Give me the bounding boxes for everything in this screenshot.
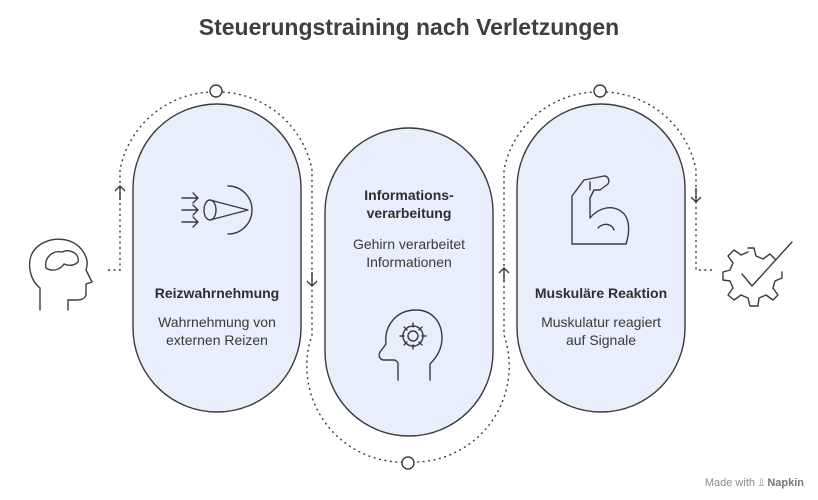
footer-brand: Napkin [767, 477, 804, 489]
arrow-up-icon [114, 185, 126, 200]
step-3-description: Muskulatur reagiert auf Signale [541, 314, 661, 348]
footer-prefix: Made with [704, 477, 755, 489]
napkin-logo-icon: ⫫ [758, 477, 765, 489]
arrow-down-icon [690, 188, 702, 203]
eye-arrows-icon [181, 185, 253, 235]
arrow-up-icon [498, 267, 510, 282]
connector-node-top-1 [209, 84, 223, 98]
page-title: Steuerungstraining nach Verletzungen [198, 14, 620, 40]
made-with-napkin-badge[interactable]: Made with ⫫ Napkin [705, 477, 804, 490]
connector-node-top-2 [593, 84, 607, 98]
step-2-title: Informations- verarbeitung [364, 187, 454, 221]
step-2-description: Gehirn verarbeitet Informationen [352, 236, 466, 270]
arrow-down-icon [306, 272, 318, 287]
step-card-1 [132, 103, 302, 413]
gear-check-icon [722, 241, 793, 307]
connector-node-bottom [401, 456, 415, 470]
flexed-arm-icon [571, 175, 630, 245]
step-card-2 [324, 127, 494, 437]
step-1-title: Reizwahrnehmung [154, 285, 280, 301]
step-3-title: Muskuläre Reaktion [534, 285, 668, 301]
step-1-description: Wahrnehmung von externen Reizen [158, 314, 276, 348]
step-card-3 [516, 103, 686, 413]
head-gear-icon [378, 309, 443, 381]
head-brain-icon [29, 238, 93, 311]
